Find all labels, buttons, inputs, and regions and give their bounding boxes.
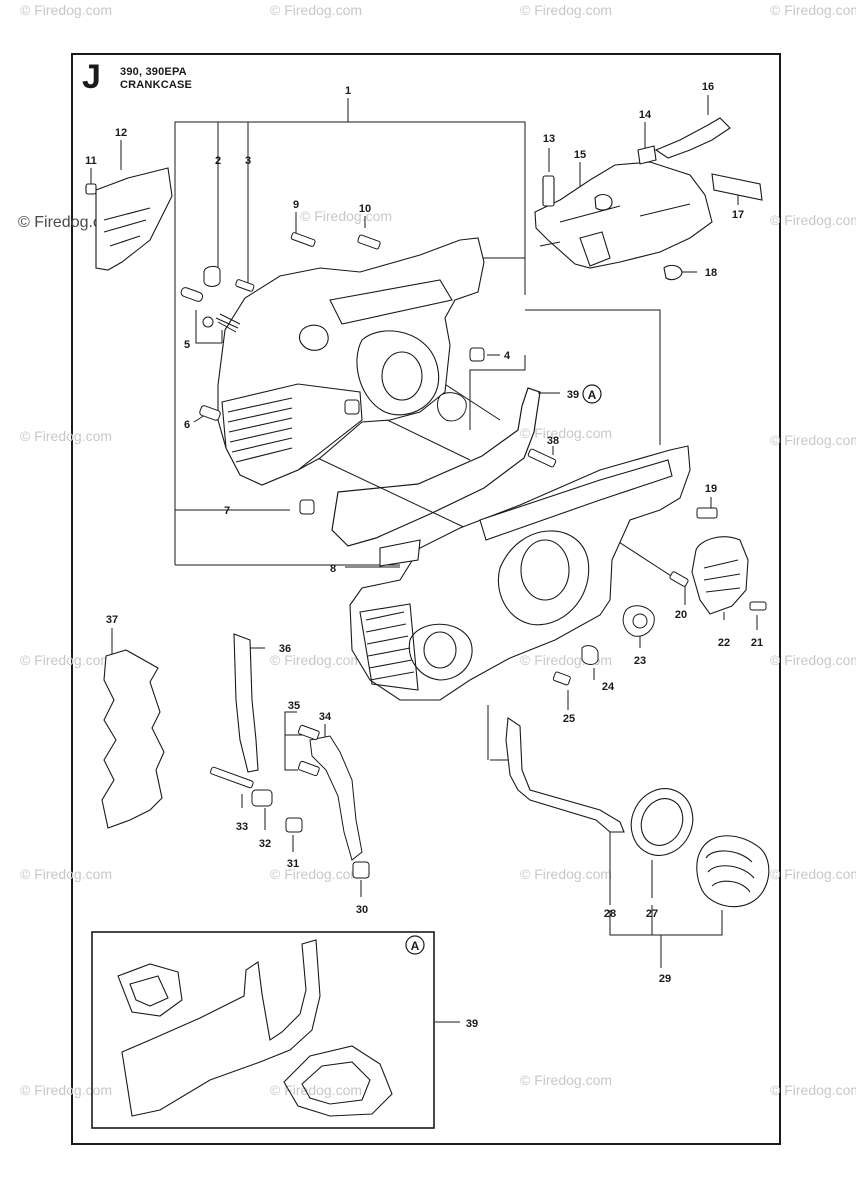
watermark: © Firedog.com <box>770 1082 856 1098</box>
watermark: © Firedog.com <box>270 652 363 668</box>
watermark: © Firedog.com <box>270 1082 363 1098</box>
watermark: © Firedog.com <box>770 866 856 882</box>
callout-6: 6 <box>184 419 190 431</box>
callout-14: 14 <box>639 109 652 121</box>
callout-32: 32 <box>259 838 271 850</box>
callout-22: 22 <box>718 637 730 649</box>
watermark: © Firedog.com <box>20 652 113 668</box>
callout-33: 33 <box>236 821 248 833</box>
upper-fasteners <box>180 232 767 686</box>
gasket-inset-box <box>91 931 435 1129</box>
callout-28: 28 <box>604 908 616 920</box>
callout-7: 7 <box>224 505 230 517</box>
callout-29: 29 <box>659 973 671 985</box>
callout-18: 18 <box>705 267 717 279</box>
protection-plate <box>85 167 173 271</box>
diagram-frame <box>71 53 781 1145</box>
callout-13: 13 <box>543 133 555 145</box>
crankcase-left-half <box>217 237 485 486</box>
callout-8: 8 <box>330 563 336 575</box>
callout-38: 38 <box>547 435 559 447</box>
callout-20: 20 <box>675 609 687 621</box>
callout-9: 9 <box>293 199 299 211</box>
callout-11: 11 <box>85 155 97 167</box>
ref-marker-a-inset: A <box>405 935 425 955</box>
inset-gaskets <box>117 939 393 1117</box>
callout-10: 10 <box>359 203 371 215</box>
callout-2: 2 <box>215 155 221 167</box>
callout-35: 35 <box>288 700 300 712</box>
watermark: © Firedog.com <box>20 428 113 444</box>
crankcase-gasket <box>331 387 541 547</box>
watermark: © Firedog.com <box>770 432 856 448</box>
ref-marker-a-label: A <box>588 388 597 402</box>
callout-39-inset: 39 <box>466 1018 478 1030</box>
watermark: © Firedog.com <box>520 1072 613 1088</box>
callout-16: 16 <box>702 81 714 93</box>
callout-3: 3 <box>245 155 251 167</box>
handle-bracket-assembly <box>534 117 763 281</box>
watermark: © Firedog.com <box>770 652 856 668</box>
watermark: © Firedog.com <box>770 2 856 18</box>
watermark: © Firedog.com <box>520 2 613 18</box>
section-letter: J <box>82 58 101 96</box>
watermark: © Firedog.com <box>20 866 113 882</box>
watermark: © Firedog.com <box>300 208 393 224</box>
watermark: © Firedog.com <box>770 212 856 228</box>
lower-fasteners <box>210 724 370 879</box>
diagram-title: CRANKCASE <box>120 79 193 91</box>
callout-24: 24 <box>602 681 615 693</box>
callout-25: 25 <box>563 713 575 725</box>
callout-15: 15 <box>574 149 586 161</box>
watermark: © Firedog.com <box>270 2 363 18</box>
chain-guard-plate-37 <box>101 649 165 829</box>
ref-marker-a: A <box>582 384 602 404</box>
watermark: © Firedog.com <box>520 866 613 882</box>
callout-31: 31 <box>287 858 299 870</box>
ref-marker-a-inset-label: A <box>411 939 420 953</box>
callout-19: 19 <box>705 483 717 495</box>
callout-34: 34 <box>319 711 332 723</box>
callout-17: 17 <box>732 209 744 221</box>
crankcase-right-half <box>349 445 691 701</box>
model-label: 390, 390EPA <box>120 66 187 78</box>
watermark: © Firedog.com <box>520 425 613 441</box>
callout-37: 37 <box>106 614 118 626</box>
cover-22 <box>691 536 749 615</box>
watermark: © Firedog.com <box>270 866 363 882</box>
watermark: © Firedog.com <box>20 2 113 18</box>
callout-12: 12 <box>115 127 127 139</box>
callout-1: 1 <box>345 85 351 97</box>
watermark: © Firedog.com <box>20 1082 113 1098</box>
callout-23: 23 <box>634 655 646 667</box>
strip-36 <box>233 633 259 773</box>
callout-labels: 1 2 3 4 5 6 7 8 9 10 11 12 13 14 15 16 1… <box>85 81 763 1030</box>
callout-30: 30 <box>356 904 368 916</box>
callout-27: 27 <box>646 908 658 920</box>
hose-and-seals <box>505 717 770 908</box>
callout-36: 36 <box>279 643 291 655</box>
callout-5: 5 <box>184 339 190 351</box>
callout-21: 21 <box>751 637 763 649</box>
callout-39: 39 <box>567 389 579 401</box>
callout-4: 4 <box>504 350 511 362</box>
